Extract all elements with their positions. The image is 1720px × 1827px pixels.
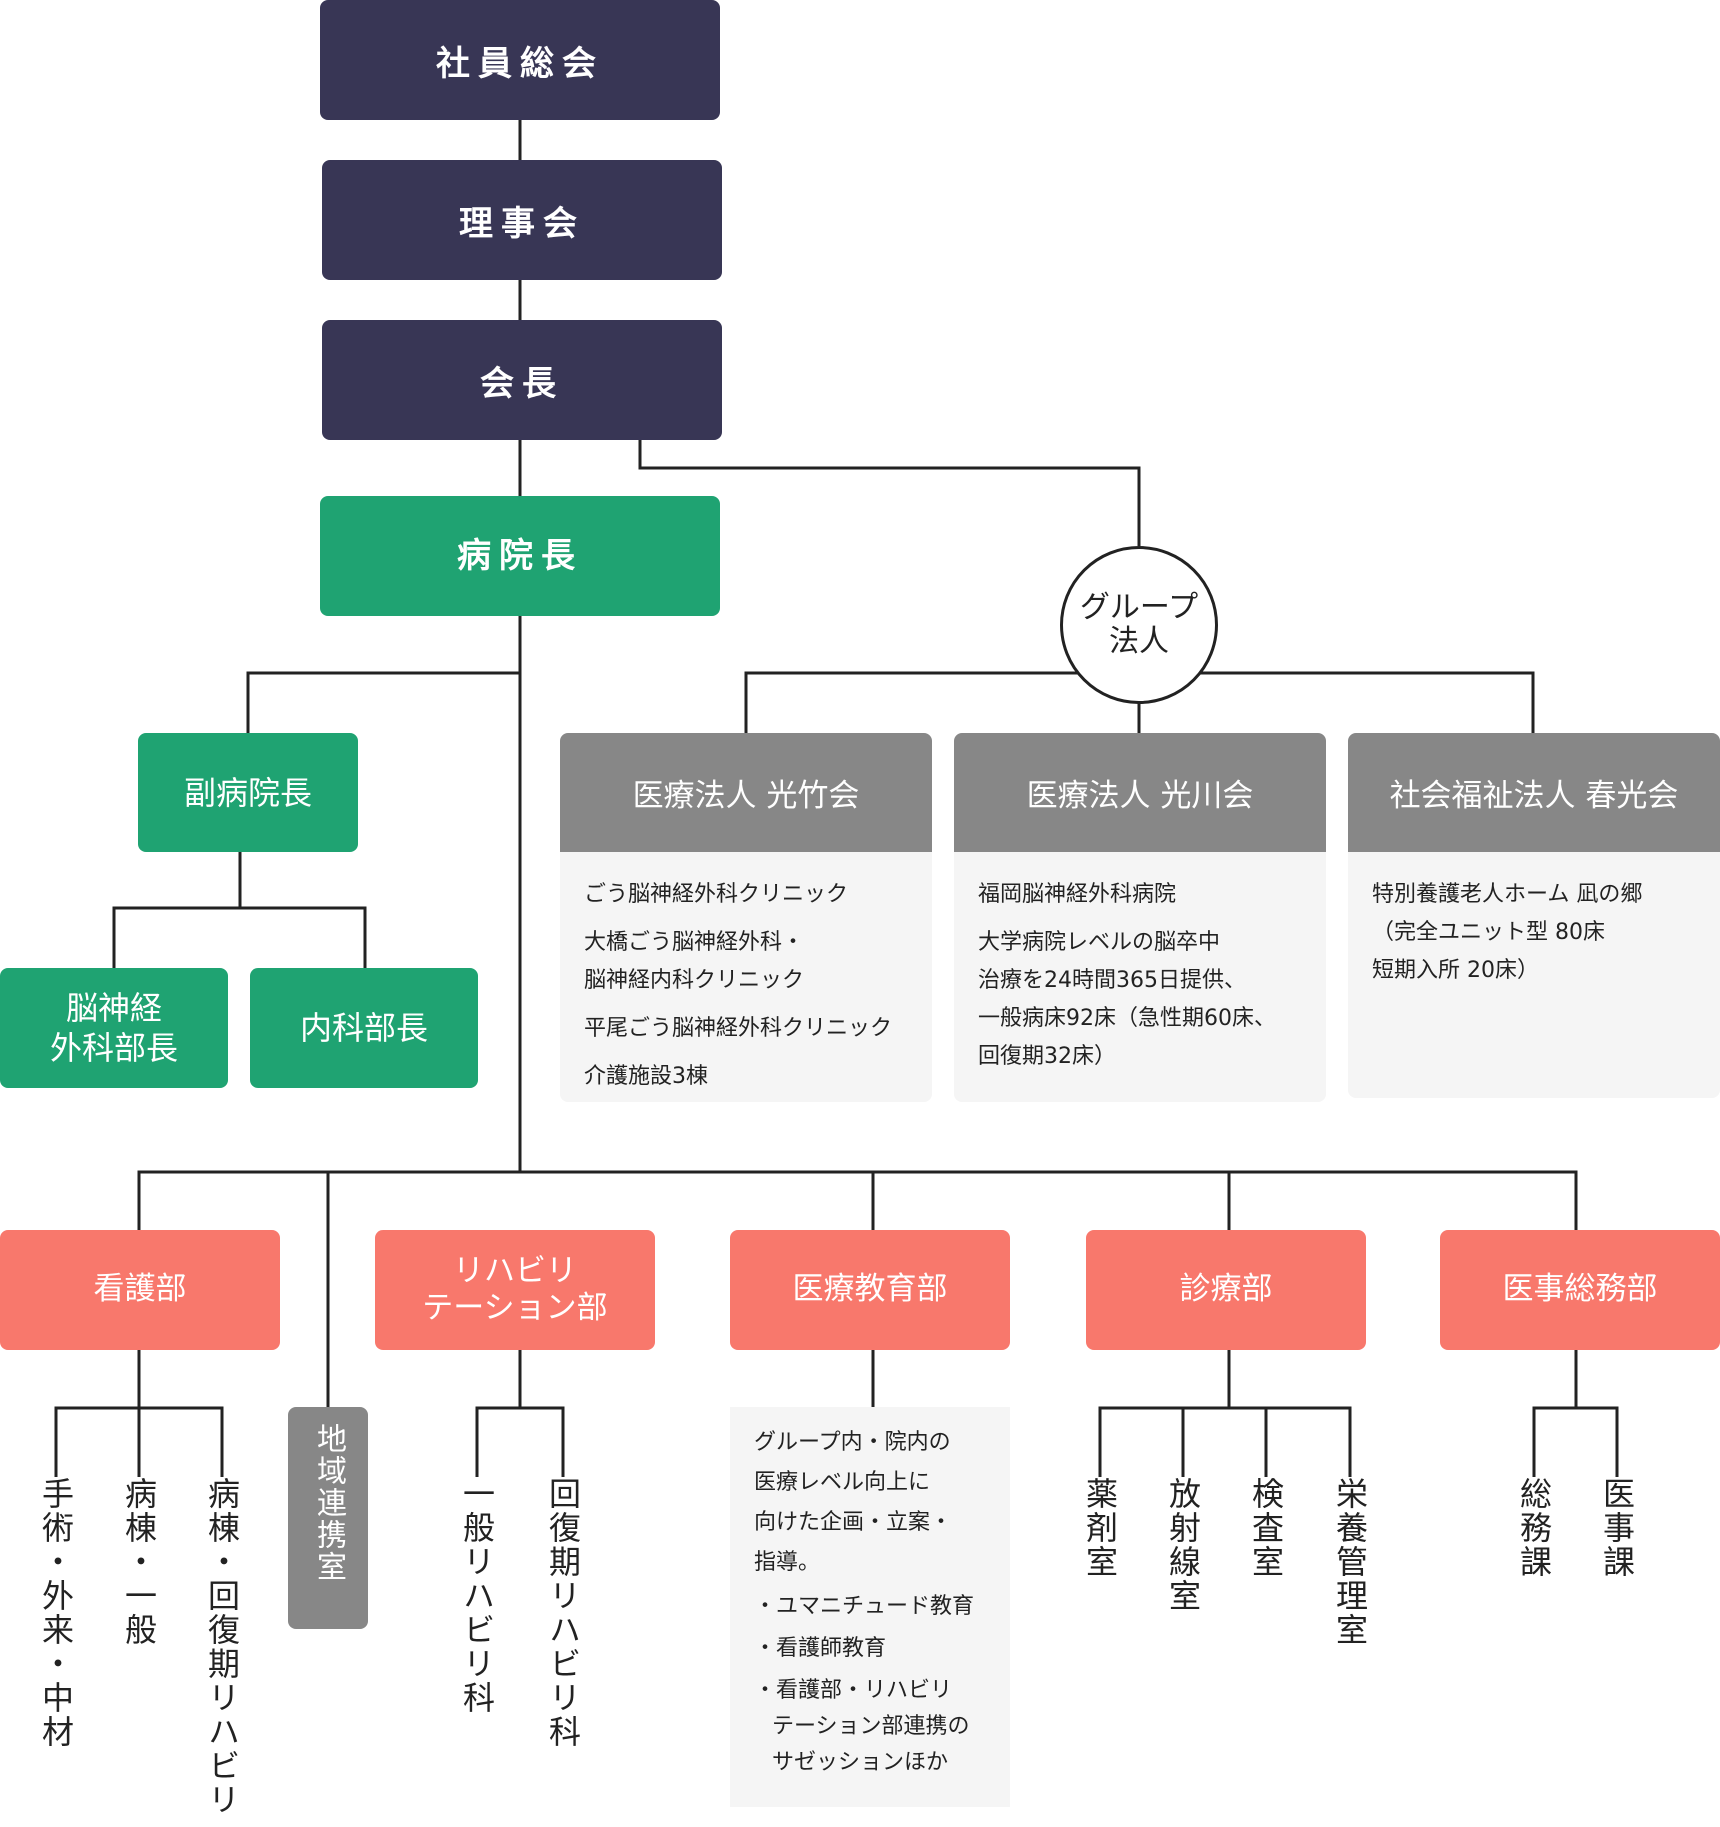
vice-director-box: 副病院長: [138, 733, 358, 852]
general-affairs-dept-label: 医事総務部: [1502, 1271, 1658, 1308]
clinical-unit: 放射線室: [1164, 1477, 1202, 1613]
nursing-unit: 病棟・回復期リハビリ: [203, 1477, 241, 1817]
connector-chairman-group: [638, 440, 1141, 546]
chairman-label: 会長: [480, 363, 564, 404]
hospital-director-label: 病院長: [457, 535, 583, 576]
facility-item: 特別養護老人ホーム 凪の郷 （完全ユニット型 80床 短期入所 20床）: [1372, 882, 1643, 983]
rehab-dept-box: リハビリ テーション部: [375, 1230, 655, 1350]
clinical-unit: 薬剤室: [1081, 1477, 1119, 1579]
chairman-box: 会長: [322, 320, 722, 440]
rehab-unit: 回復期リハビリ科: [544, 1477, 582, 1749]
corporation-kochikukai-header: 医療法人 光竹会: [560, 733, 932, 852]
facility-item: 大学病院レベルの脳卒中 治療を24時間365日提供、 一般病床92床（急性期60…: [978, 930, 1276, 1069]
corporation-name: 医療法人 光川会: [1026, 778, 1254, 814]
clinical-unit: 栄養管理室: [1331, 1477, 1369, 1647]
connector-affairs-units: [1532, 1406, 1619, 1477]
connector-departments: [137, 1170, 1578, 1230]
general-affairs-unit: 総務課: [1515, 1477, 1553, 1579]
corporation-kosenkai-body: 福岡脳神経外科病院 大学病院レベルの脳卒中 治療を24時間365日提供、 一般病…: [954, 852, 1326, 1102]
nursing-unit: 病棟・一般: [120, 1477, 158, 1647]
facility-item: 平尾ごう脳神経外科クリニック: [584, 1016, 893, 1041]
connector-vice-director: [246, 671, 520, 733]
community-liaison-label: 地域連携室: [311, 1423, 346, 1583]
education-dept-box: 医療教育部: [730, 1230, 1010, 1350]
hospital-director-box: 病院長: [320, 496, 720, 616]
connector-rehab-units: [475, 1406, 565, 1477]
clinical-dept-label: 診療部: [1179, 1271, 1273, 1308]
corporation-name: 医療法人 光竹会: [632, 778, 860, 814]
connector-nursing-units: [54, 1406, 224, 1477]
corporation-kosenkai-header: 医療法人 光川会: [954, 733, 1326, 852]
internal-medicine-head-box: 内科部長: [250, 968, 478, 1088]
corporation-kochikukai-body: ごう脳神経外科クリニック 大橋ごう脳神経外科・ 脳神経内科クリニック 平尾ごう脳…: [560, 852, 932, 1102]
community-liaison-box: 地域連携室: [288, 1407, 368, 1629]
education-item: ・看護師教育: [754, 1636, 887, 1661]
corporation-name: 社会福祉法人 春光会: [1389, 778, 1679, 814]
general-affairs-unit: 医事課: [1598, 1477, 1636, 1579]
nursing-dept-box: 看護部: [0, 1230, 280, 1350]
education-intro: グループ内・院内の 医療レベル向上に 向けた企画・立案・ 指導。: [754, 1430, 953, 1575]
internal-medicine-head-label: 内科部長: [299, 1009, 428, 1047]
group-circle-label: グループ 法人: [1079, 590, 1199, 659]
group-corporations-circle: グループ 法人: [1060, 546, 1218, 704]
clinical-dept-box: 診療部: [1086, 1230, 1366, 1350]
corporation-shunkokai-body: 特別養護老人ホーム 凪の郷 （完全ユニット型 80床 短期入所 20床）: [1348, 852, 1720, 1098]
education-item: ・看護部・リハビリ テーション部連携の サゼッションほか: [754, 1678, 970, 1775]
general-affairs-dept-box: 医事総務部: [1440, 1230, 1720, 1350]
vice-director-label: 副病院長: [183, 773, 312, 812]
nursing-unit: 手術・外来・中材: [37, 1477, 75, 1749]
facility-item: 介護施設3棟: [584, 1064, 708, 1089]
nursing-dept-label: 看護部: [93, 1271, 187, 1308]
board-box: 理事会: [322, 160, 722, 280]
education-dept-label: 医療教育部: [792, 1271, 948, 1308]
board-label: 理事会: [459, 203, 585, 244]
general-meeting-box: 社員総会: [320, 0, 720, 120]
corporation-shunkokai-header: 社会福祉法人 春光会: [1348, 733, 1720, 852]
facility-item: 大橋ごう脳神経外科・ 脳神経内科クリニック: [584, 930, 805, 993]
facility-item: 福岡脳神経外科病院: [978, 882, 1177, 907]
connector-clinical-units: [1098, 1406, 1352, 1477]
rehab-unit: 一般リハビリ科: [458, 1477, 496, 1715]
neurosurgery-head-label: 脳神経 外科部長: [49, 989, 178, 1067]
education-item: ・ユマニチュード教育: [754, 1594, 975, 1619]
clinical-unit: 検査室: [1247, 1477, 1285, 1579]
facility-item: ごう脳神経外科クリニック: [584, 882, 849, 907]
education-description-panel: グループ内・院内の 医療レベル向上に 向けた企画・立案・ 指導。 ・ユマニチュー…: [730, 1407, 1010, 1807]
neurosurgery-head-box: 脳神経 外科部長: [0, 968, 228, 1088]
connector-heads: [112, 906, 367, 968]
rehab-dept-label: リハビリ テーション部: [422, 1252, 608, 1326]
general-meeting-label: 社員総会: [436, 43, 604, 84]
